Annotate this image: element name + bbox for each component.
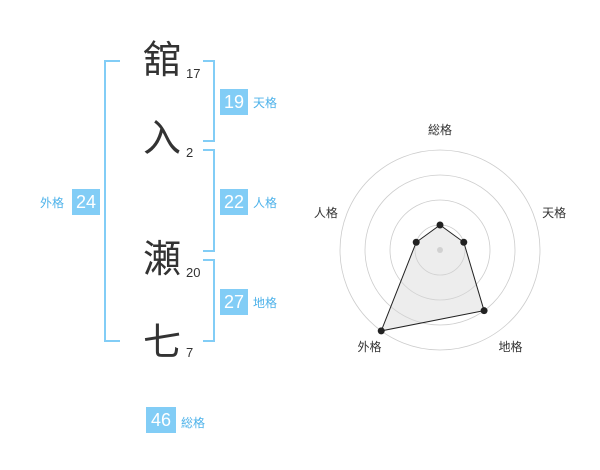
- radar-axis-label-4: 外格: [357, 339, 381, 354]
- radar-point-3: [480, 307, 488, 315]
- jinkaku-label: 人格: [253, 196, 278, 210]
- radar-axis-label-2: 天格: [542, 205, 566, 220]
- gaikaku-label: 外格: [40, 196, 65, 210]
- chikaku-value: 27: [220, 289, 248, 315]
- name-char-2: 入: [142, 116, 181, 160]
- stroke-count-2: 2: [186, 145, 194, 160]
- jinkaku-value: 22: [220, 189, 248, 215]
- gaikaku-bracket: [104, 60, 120, 342]
- radar-point-4: [377, 327, 385, 335]
- radar-polygon: [380, 224, 485, 332]
- radar-ring-4: [339, 149, 541, 351]
- soukaku-label: 総格: [181, 416, 206, 430]
- tenkaku-label: 天格: [253, 96, 278, 110]
- chikaku-label: 地格: [253, 296, 278, 310]
- radar-point-1: [436, 221, 444, 229]
- radar-point-5: [412, 238, 420, 246]
- gaikaku-value: 24: [72, 189, 100, 215]
- radar-center-dot: [437, 247, 443, 253]
- radar-axis-label-3: 地格: [499, 339, 523, 354]
- radar-point-2: [460, 238, 468, 246]
- stroke-count-3: 20: [186, 265, 201, 280]
- name-char-3: 瀬: [142, 237, 181, 281]
- jinkaku-bracket: [203, 149, 215, 252]
- chikaku-bracket: [203, 259, 215, 342]
- tenkaku-value: 19: [220, 89, 248, 115]
- name-char-4: 七: [142, 320, 181, 364]
- tenkaku-bracket: [203, 60, 215, 142]
- radar-ring-3: [364, 174, 516, 326]
- radar-ring-2: [389, 199, 491, 301]
- stroke-count-1: 17: [186, 66, 201, 81]
- soukaku-value: 46: [146, 407, 176, 433]
- radar-axis-label-5: 人格: [314, 205, 338, 220]
- radar-axis-label-1: 総格: [428, 122, 452, 137]
- name-char-1: 舘: [142, 38, 181, 82]
- stroke-count-4: 7: [186, 345, 194, 360]
